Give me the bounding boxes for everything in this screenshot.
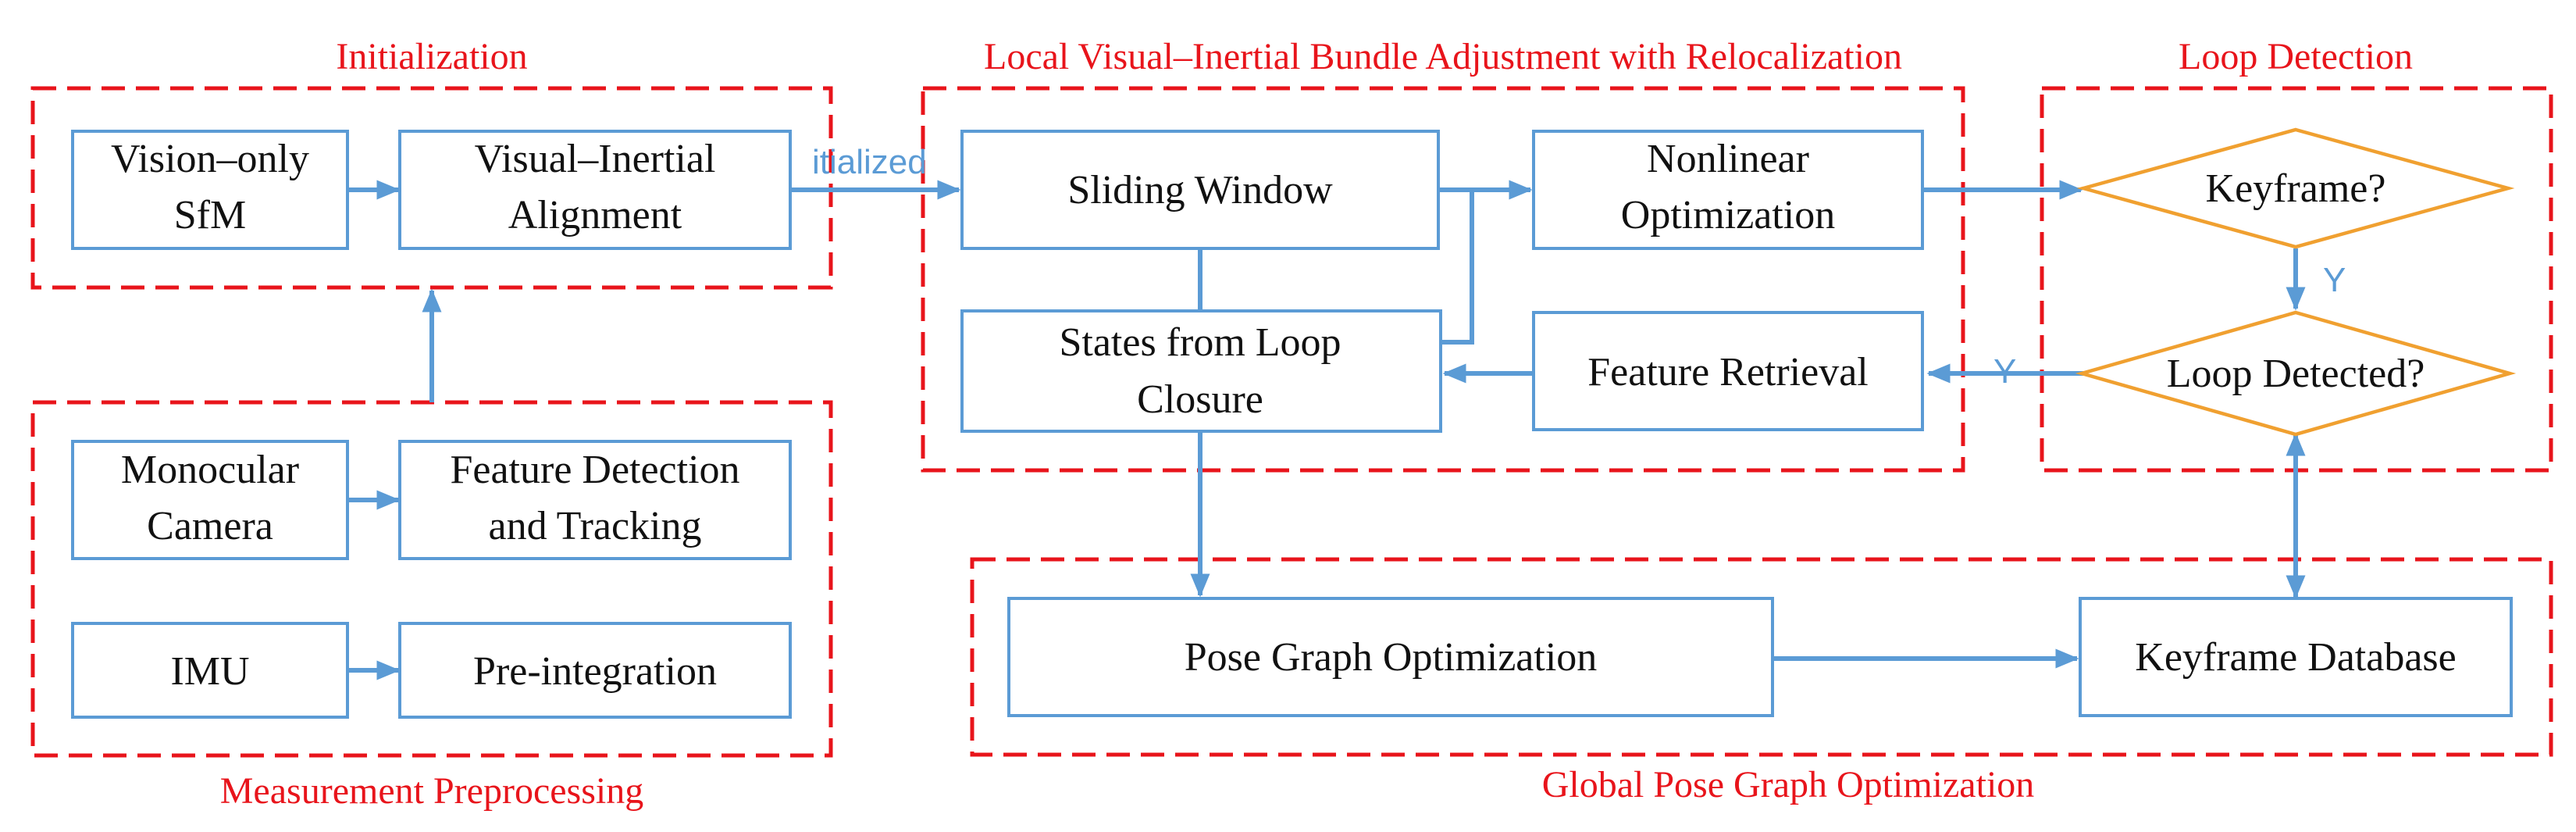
node-keyframe-db: Keyframe Database xyxy=(2079,597,2513,717)
decision-keyframe: Keyframe? xyxy=(2076,127,2515,249)
node-keyframe-db-label: Keyframe Database xyxy=(2135,635,2456,680)
title-global-pose: Global Pose Graph Optimization xyxy=(1542,764,2035,805)
edge-states-to-nonlinear xyxy=(1441,190,1474,345)
node-imu-label: IMU xyxy=(170,649,249,694)
node-feature-tracking: Feature Detection and Tracking xyxy=(398,440,792,560)
node-sliding-window-label: Sliding Window xyxy=(1067,168,1333,212)
node-mono-camera-label: Monocular xyxy=(121,448,299,492)
node-mono-camera: Monocular Camera xyxy=(71,440,349,560)
node-feature-retrieval: Feature Retrieval xyxy=(1532,311,1924,431)
node-feature-tracking-label: Feature Detection xyxy=(450,448,739,492)
node-vision-sfm: Vision–only SfM xyxy=(71,130,349,250)
title-initialization: Initialization xyxy=(336,36,527,77)
node-states-loop-label: States from Loop xyxy=(1059,320,1341,365)
edge-label-yes-keyframe: Y xyxy=(2323,261,2346,299)
node-preintegration-label: Pre-integration xyxy=(473,649,717,694)
node-nonlinear-opt-label: Optimization xyxy=(1621,193,1835,237)
group-global-pose xyxy=(970,557,2553,757)
decision-loop-detected: Loop Detected? xyxy=(2075,310,2517,437)
edge-label-yes-loop: Y xyxy=(1993,352,2016,391)
node-preintegration: Pre-integration xyxy=(398,622,792,719)
node-states-loop-label: Closure xyxy=(1137,377,1263,422)
node-nonlinear-opt: Nonlinear Optimization xyxy=(1532,130,1924,250)
node-sliding-window: Sliding Window xyxy=(960,130,1440,250)
node-vision-sfm-label: SfM xyxy=(174,193,246,237)
title-loop-detection: Loop Detection xyxy=(2179,36,2413,77)
node-vision-sfm-label: Vision–only xyxy=(111,137,309,181)
node-states-loop: States from Loop Closure xyxy=(960,309,1442,433)
decision-keyframe-label: Keyframe? xyxy=(2206,166,2386,211)
node-pose-graph-opt: Pose Graph Optimization xyxy=(1007,597,1774,717)
node-vi-alignment-label: Alignment xyxy=(508,193,682,237)
decision-loop-detected-label: Loop Detected? xyxy=(2167,352,2425,396)
node-imu: IMU xyxy=(71,622,349,719)
node-vi-alignment: Visual–Inertial Alignment xyxy=(398,130,792,250)
node-mono-camera-label: Camera xyxy=(147,504,273,548)
group-local-ba xyxy=(921,86,1965,473)
title-local-ba: Local Visual–Inertial Bundle Adjustment … xyxy=(984,36,1902,77)
node-vi-alignment-label: Visual–Inertial xyxy=(475,137,716,181)
node-nonlinear-opt-label: Nonlinear xyxy=(1647,137,1809,181)
node-pose-graph-opt-label: Pose Graph Optimization xyxy=(1185,635,1598,680)
node-feature-tracking-label: and Tracking xyxy=(489,504,702,548)
node-feature-retrieval-label: Feature Retrieval xyxy=(1587,350,1869,395)
edge-label-initialized: itialized xyxy=(812,143,927,181)
title-measurement: Measurement Preprocessing xyxy=(220,770,644,812)
